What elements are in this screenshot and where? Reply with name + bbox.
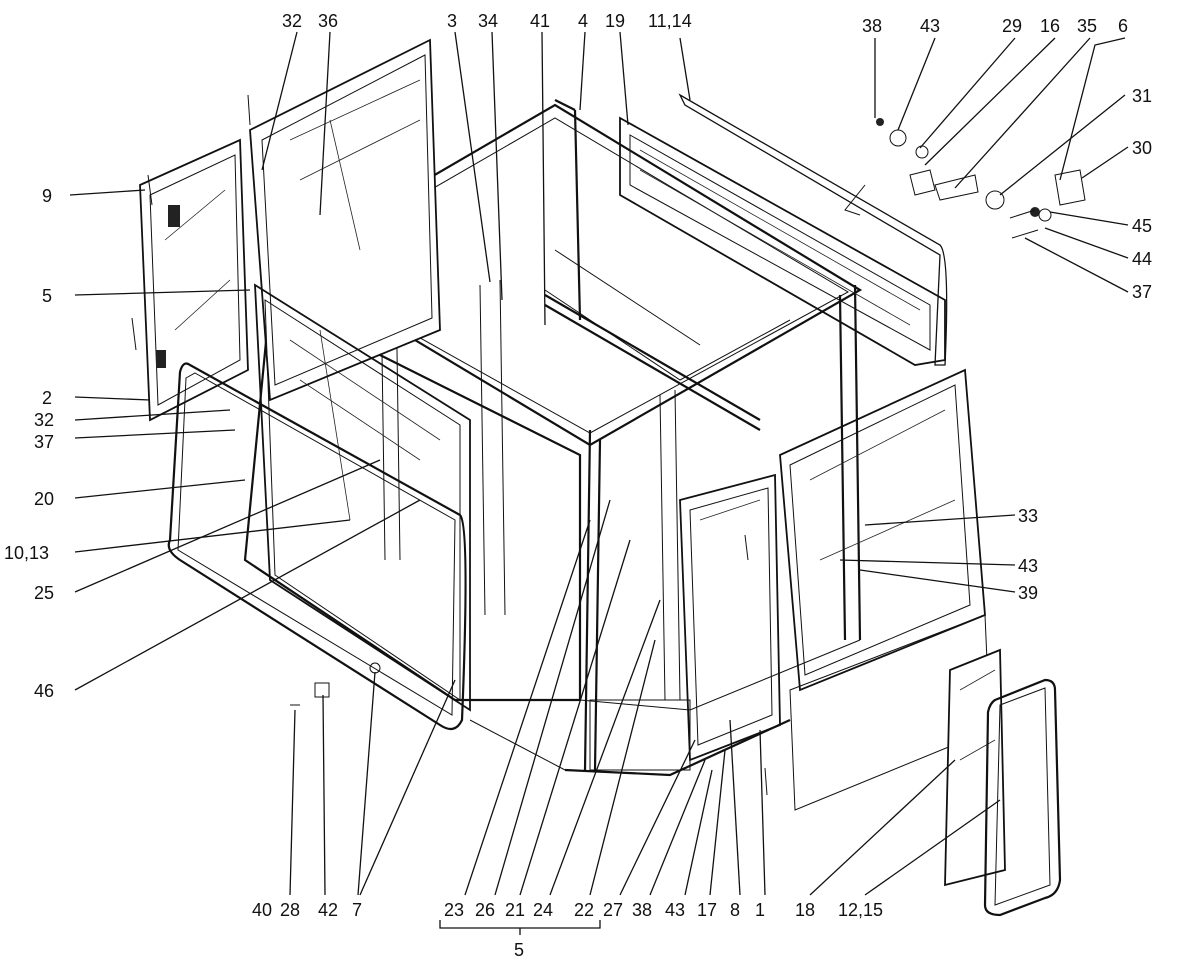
label-10-13: 10,13 — [4, 543, 49, 563]
label-38-top: 38 — [862, 16, 882, 36]
small-side-window — [139, 138, 249, 422]
label-21: 21 — [505, 900, 525, 920]
label-39: 39 — [1018, 583, 1038, 603]
label-43-right: 43 — [1018, 556, 1038, 576]
label-37-right: 37 — [1132, 282, 1152, 302]
rear-window-panel — [619, 116, 946, 366]
label-43-bottom: 43 — [665, 900, 685, 920]
label-25: 25 — [34, 583, 54, 603]
label-27: 27 — [603, 900, 623, 920]
label-31: 31 — [1132, 86, 1152, 106]
label-1: 1 — [755, 900, 765, 920]
label-34: 34 — [478, 11, 498, 31]
label-19: 19 — [605, 11, 625, 31]
label-3: 3 — [447, 11, 457, 31]
label-23: 23 — [444, 900, 464, 920]
label-8: 8 — [730, 900, 740, 920]
label-24: 24 — [533, 900, 553, 920]
label-7: 7 — [352, 900, 362, 920]
label-4: 4 — [578, 11, 588, 31]
label-20: 20 — [34, 489, 54, 509]
label-30: 30 — [1132, 138, 1152, 158]
top-seal-profile — [678, 93, 948, 366]
label-28: 28 — [280, 900, 300, 920]
label-35: 35 — [1077, 16, 1097, 36]
cab-frame — [243, 99, 863, 777]
side-glass-seal — [983, 678, 1062, 917]
label-43-top: 43 — [920, 16, 940, 36]
label-41: 41 — [530, 11, 550, 31]
right-front-door — [679, 473, 781, 762]
label-37-left: 37 — [34, 432, 54, 452]
front-left-door — [254, 283, 471, 712]
part-labels: 38 43 29 16 35 6 31 30 45 44 37 32 36 3 … — [4, 11, 1152, 960]
label-32-left: 32 — [34, 410, 54, 430]
label-12-15: 12,15 — [838, 900, 883, 920]
label-46: 46 — [34, 681, 54, 701]
label-5-bottom: 5 — [514, 940, 524, 960]
misc-bolts — [131, 94, 768, 796]
label-17: 17 — [697, 900, 717, 920]
label-45: 45 — [1132, 216, 1152, 236]
label-22: 22 — [574, 900, 594, 920]
left-upper-door — [249, 38, 441, 402]
label-42: 42 — [318, 900, 338, 920]
label-6: 6 — [1118, 16, 1128, 36]
label-11-14: 11,14 — [648, 11, 692, 31]
label-38-bottom: 38 — [632, 900, 652, 920]
label-44: 44 — [1132, 249, 1152, 269]
label-9: 9 — [42, 186, 52, 206]
label-5-left: 5 — [42, 286, 52, 306]
label-2: 2 — [42, 388, 52, 408]
label-29: 29 — [1002, 16, 1022, 36]
door-seal-ring — [167, 362, 467, 731]
label-18: 18 — [795, 900, 815, 920]
leader-lines — [69, 31, 1129, 935]
hardware-group-top-right — [844, 118, 1086, 239]
label-32-top: 32 — [282, 11, 302, 31]
label-33: 33 — [1018, 506, 1038, 526]
label-40: 40 — [252, 900, 272, 920]
label-26: 26 — [475, 900, 495, 920]
label-16: 16 — [1040, 16, 1060, 36]
label-36: 36 — [318, 11, 338, 31]
